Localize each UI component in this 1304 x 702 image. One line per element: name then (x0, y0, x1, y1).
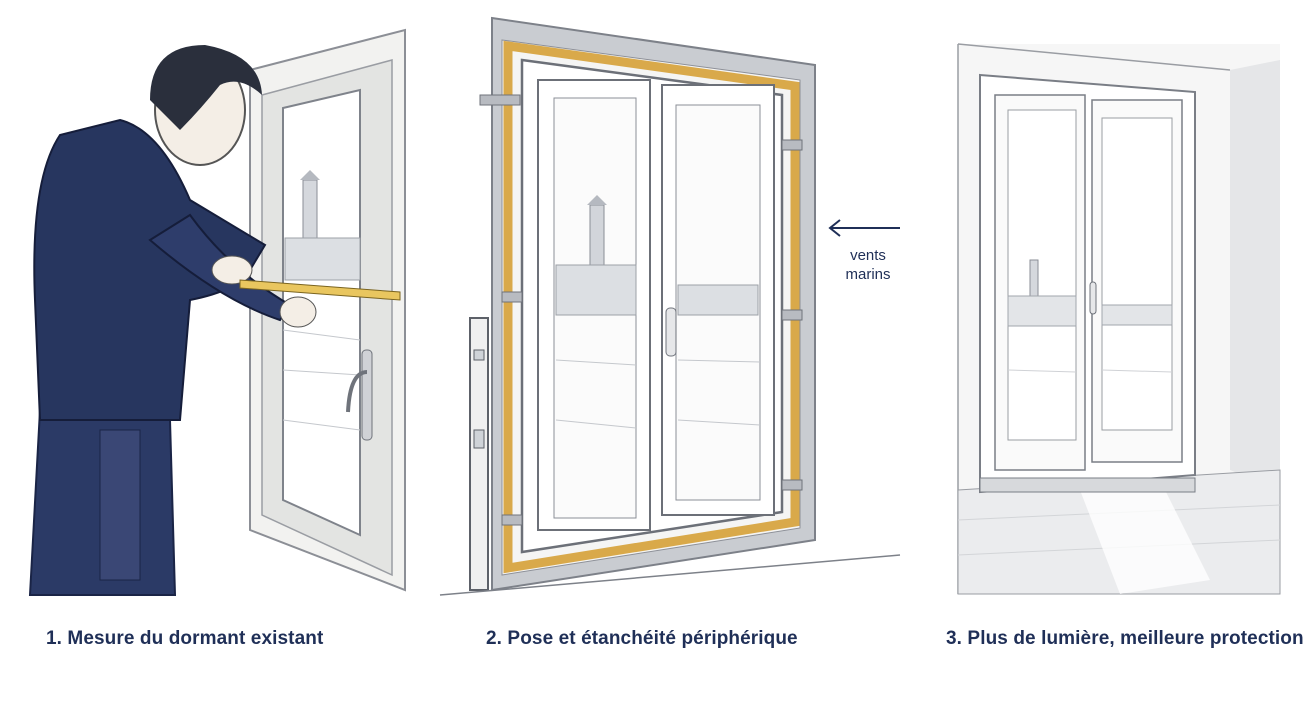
tape-measure-icon (239, 279, 401, 301)
illustration-measuring (0, 0, 420, 600)
spirit-level-icon (469, 317, 489, 591)
old-door-frame-icon (249, 28, 406, 592)
window-icon (979, 73, 1196, 494)
annotation-line-1: vents (850, 247, 886, 264)
caption-step-1: 1. Mesure du dormant existant (46, 628, 324, 649)
arrow-left-icon (828, 219, 900, 237)
caption-step-3: 3. Plus de lumière, meilleure protection (946, 628, 1304, 649)
worker-icon (28, 45, 317, 596)
foam-seal-icon (503, 40, 800, 574)
bracket-icon (479, 94, 521, 106)
caption-step-2: 2. Pose et étanchéité périphérique (486, 628, 798, 649)
illustration-finished-room (940, 0, 1281, 600)
sea-winds-annotation: vents marins (822, 246, 914, 284)
annotation-line-2: marins (845, 266, 891, 283)
illustration-installation (430, 0, 910, 600)
